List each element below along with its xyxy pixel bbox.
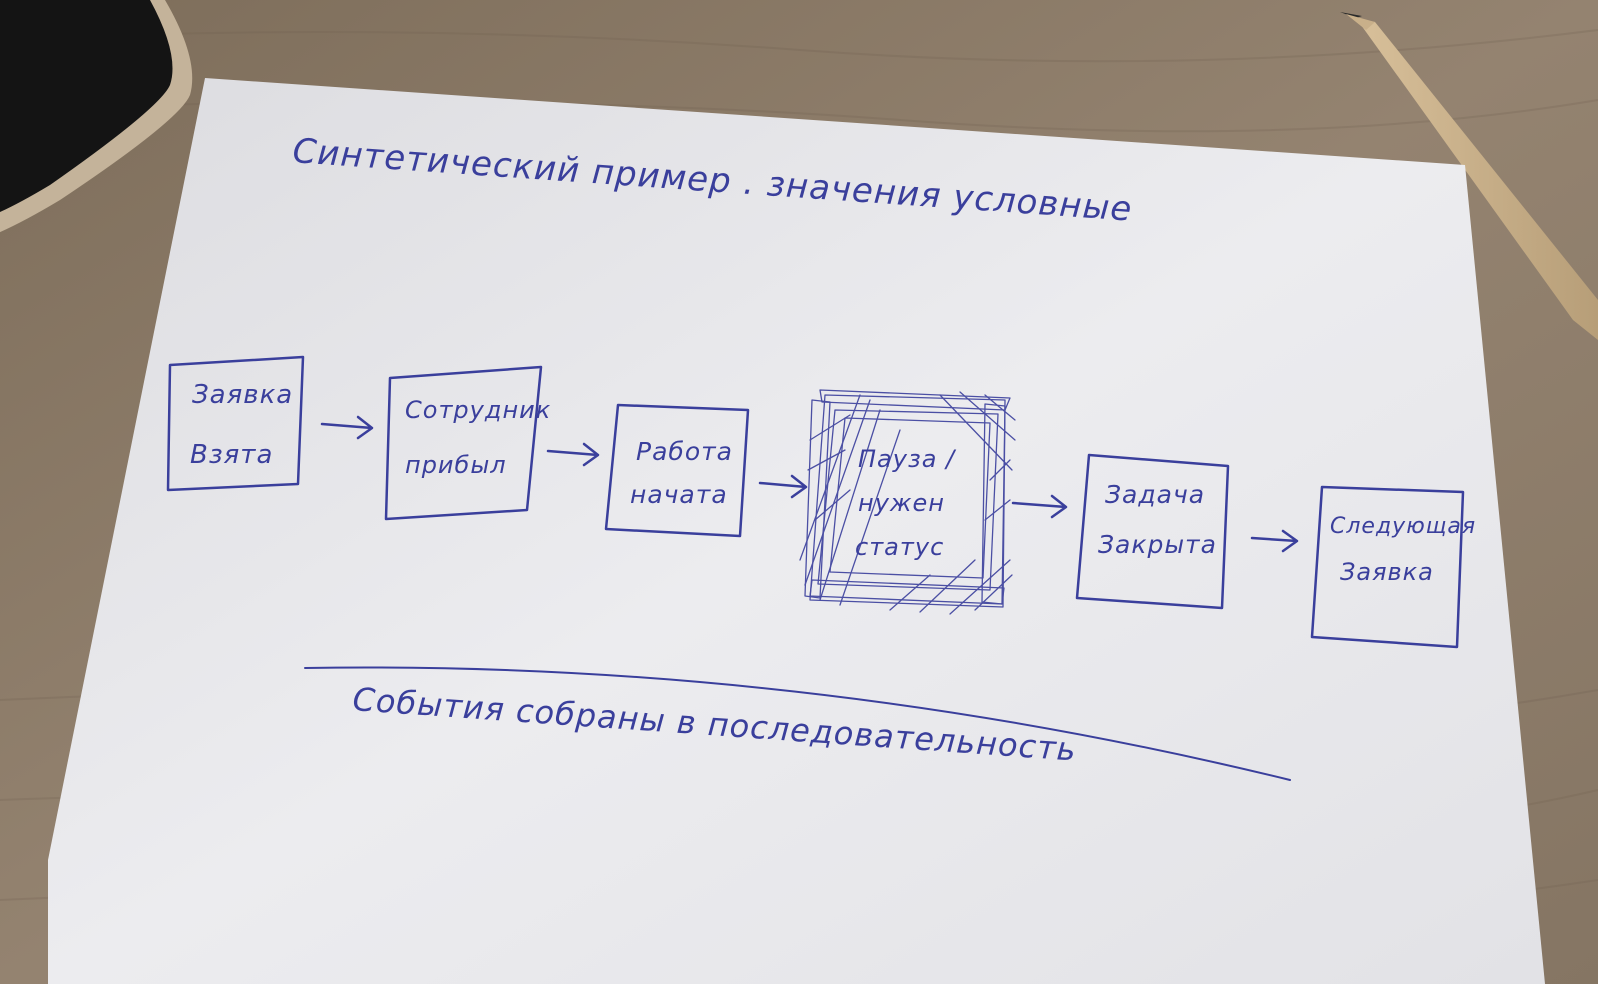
step-3-line1: Работа (636, 437, 733, 466)
arrow-4 (1011, 494, 1068, 519)
step-4-line1: Пауза / (858, 445, 957, 473)
flow-step-2: Сотрудник прибыл (384, 365, 551, 521)
step-6-line1: Следующая (1330, 514, 1476, 539)
step-4-line2: нужен (858, 489, 945, 517)
arrow-5 (1250, 529, 1299, 553)
paper-sheet (48, 78, 1545, 984)
arrow-2 (546, 442, 600, 467)
flow-step-4-highlighted: Пауза / нужен статус (799, 389, 1016, 615)
step-1-line1: Заявка (192, 380, 293, 410)
flow-step-3: Работа начата (604, 403, 750, 538)
flow-step-1: Заявка Взята (166, 355, 305, 492)
step-6-line2: Заявка (1340, 558, 1434, 586)
step-5-line2: Закрыта (1098, 530, 1217, 559)
pencil (1340, 12, 1598, 340)
divider-line (304, 666, 1291, 781)
smartphone (0, 0, 193, 233)
step-2-line2: прибыл (405, 451, 507, 479)
step-4-line3: статус (855, 533, 944, 561)
flow-step-5: Задача Закрыта (1075, 453, 1230, 610)
step-5-line1: Задача (1105, 480, 1205, 509)
flow-step-6: Следующая Заявка (1310, 485, 1476, 649)
arrow-1 (320, 415, 374, 440)
step-3-line2: начата (630, 480, 728, 509)
flow-diagram: Заявка Взята Сотрудник прибыл Работа нач… (166, 355, 1476, 649)
step-2-line1: Сотрудник (405, 396, 551, 424)
step-1-line2: Взята (190, 440, 273, 470)
arrow-3 (758, 474, 808, 499)
